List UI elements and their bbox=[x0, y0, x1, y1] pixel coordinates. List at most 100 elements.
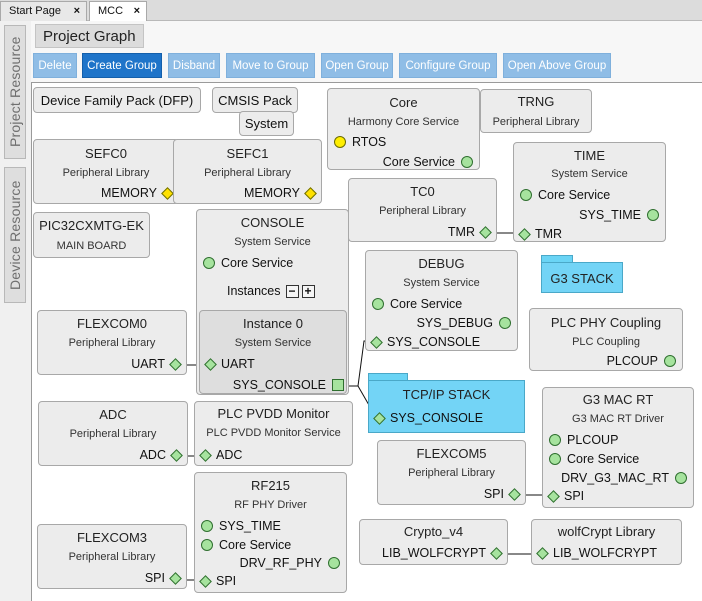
uart-port[interactable]: UART bbox=[204, 357, 255, 371]
tab-mcc[interactable]: MCC × bbox=[89, 1, 147, 22]
main-board-node[interactable]: PIC32CXMTG-EK MAIN BOARD bbox=[33, 212, 150, 258]
sys-debug-port[interactable]: SYS_DEBUG bbox=[417, 316, 511, 330]
time-node[interactable]: TIME System Service Core Service SYS_TIM… bbox=[513, 142, 666, 242]
port-diamond-icon bbox=[169, 357, 182, 371]
plus-icon[interactable]: + bbox=[301, 284, 315, 298]
sys-console-port[interactable]: SYS_CONSOLE bbox=[373, 411, 483, 425]
project-graph-canvas[interactable]: Device Family Pack (DFP) CMSIS Pack Syst… bbox=[31, 82, 702, 601]
open-group-button[interactable]: Open Group bbox=[321, 53, 393, 78]
core-service-port[interactable]: Core Service bbox=[383, 155, 473, 169]
spi-port[interactable]: SPI bbox=[144, 571, 182, 585]
rtos-port[interactable]: RTOS bbox=[334, 135, 386, 149]
node-title: PLC PVDD Monitor bbox=[217, 406, 330, 421]
node-title: CMSIS Pack bbox=[218, 92, 292, 108]
tab-start-page[interactable]: Start Page × bbox=[0, 1, 87, 21]
disband-button[interactable]: Disband bbox=[168, 53, 220, 78]
sys-time-port[interactable]: SYS_TIME bbox=[579, 208, 659, 222]
node-title: System bbox=[244, 116, 289, 131]
configure-group-button[interactable]: Configure Group bbox=[399, 53, 497, 78]
port-label: Core Service bbox=[221, 256, 294, 270]
node-title: FLEXCOM0 bbox=[76, 316, 148, 331]
port-circle-icon bbox=[499, 317, 511, 329]
node-subtitle: System Service bbox=[234, 337, 312, 349]
sys-time-port[interactable]: SYS_TIME bbox=[201, 519, 281, 533]
crypto-v4-node[interactable]: Crypto_v4 LIB_WOLFCRYPT bbox=[359, 519, 508, 565]
open-above-group-button[interactable]: Open Above Group bbox=[503, 53, 611, 78]
system-node[interactable]: System bbox=[239, 111, 294, 136]
adc-node[interactable]: ADC Peripheral Library ADC bbox=[38, 401, 188, 466]
g3-stack-group[interactable]: G3 STACK bbox=[541, 255, 623, 293]
node-subtitle: Peripheral Library bbox=[68, 337, 156, 349]
plc-phy-coupling-node[interactable]: PLC PHY Coupling PLC Coupling PLCOUP bbox=[529, 308, 683, 371]
delete-button[interactable]: Delete bbox=[33, 53, 77, 78]
memory-port[interactable]: MEMORY bbox=[244, 186, 317, 200]
port-diamond-icon bbox=[199, 574, 212, 588]
plcoup-port[interactable]: PLCOUP bbox=[607, 354, 676, 368]
wolfcrypt-library-node[interactable]: wolfCrypt Library LIB_WOLFCRYPT bbox=[531, 519, 682, 565]
port-diamond-icon bbox=[479, 225, 492, 239]
create-group-button[interactable]: Create Group bbox=[82, 53, 162, 78]
plc-pvdd-monitor-node[interactable]: PLC PVDD Monitor PLC PVDD Monitor Servic… bbox=[194, 401, 353, 466]
sys-console-port[interactable]: SYS_CONSOLE bbox=[233, 378, 344, 392]
core-service-port[interactable]: Core Service bbox=[201, 538, 291, 552]
close-icon[interactable]: × bbox=[133, 5, 140, 17]
node-title: Instance 0 bbox=[243, 316, 303, 331]
node-title: FLEXCOM3 bbox=[76, 530, 148, 545]
dfp-node[interactable]: Device Family Pack (DFP) bbox=[33, 87, 201, 113]
tc0-node[interactable]: TC0 Peripheral Library TMR bbox=[348, 178, 497, 242]
lib-wolfcrypt-port[interactable]: LIB_WOLFCRYPT bbox=[382, 546, 503, 560]
lib-wolfcrypt-port[interactable]: LIB_WOLFCRYPT bbox=[536, 546, 657, 560]
node-title: Device Family Pack (DFP) bbox=[40, 92, 194, 108]
drv-g3-mac-rt-port[interactable]: DRV_G3_MAC_RT bbox=[561, 471, 687, 485]
move-to-group-button[interactable]: Move to Group bbox=[226, 53, 315, 78]
tab-label: Start Page bbox=[9, 5, 61, 17]
port-label: SPI bbox=[144, 571, 165, 585]
port-circle-icon bbox=[203, 257, 215, 269]
drv-rf-phy-port[interactable]: DRV_RF_PHY bbox=[240, 556, 340, 570]
sys-console-port[interactable]: SYS_CONSOLE bbox=[370, 335, 480, 349]
flexcom5-node[interactable]: FLEXCOM5 Peripheral Library SPI bbox=[377, 440, 526, 505]
debug-node[interactable]: DEBUG System Service Core Service SYS_DE… bbox=[365, 250, 518, 351]
port-label: SYS_CONSOLE bbox=[232, 378, 326, 392]
spi-port[interactable]: SPI bbox=[547, 489, 584, 503]
core-service-port[interactable]: Core Service bbox=[549, 452, 639, 466]
g3-mac-rt-node[interactable]: G3 MAC RT G3 MAC RT Driver PLCOUP Core S… bbox=[542, 387, 694, 508]
console-instance0-node[interactable]: Instance 0 System Service UART SYS_CONSO… bbox=[199, 310, 347, 394]
sefc1-node[interactable]: SEFC1 Peripheral Library MEMORY bbox=[173, 139, 322, 204]
spi-port[interactable]: SPI bbox=[199, 574, 237, 588]
uart-port[interactable]: UART bbox=[131, 357, 182, 371]
node-subtitle: Peripheral Library bbox=[204, 167, 291, 179]
trng-node[interactable]: TRNG Peripheral Library bbox=[480, 89, 592, 133]
port-label: SPI bbox=[216, 574, 237, 588]
group-title: G3 STACK bbox=[550, 271, 614, 286]
port-label: Core Service bbox=[567, 452, 640, 466]
adc-port[interactable]: ADC bbox=[140, 448, 183, 462]
plcoup-port[interactable]: PLCOUP bbox=[549, 433, 618, 447]
port-diamond-icon bbox=[547, 489, 560, 503]
close-icon[interactable]: × bbox=[73, 5, 80, 17]
core-node[interactable]: Core Harmony Core Service RTOS Core Serv… bbox=[327, 88, 480, 170]
minus-icon[interactable]: − bbox=[285, 284, 299, 298]
flexcom0-node[interactable]: FLEXCOM0 Peripheral Library UART bbox=[37, 310, 187, 375]
adc-port[interactable]: ADC bbox=[199, 448, 242, 462]
spi-port[interactable]: SPI bbox=[484, 487, 521, 501]
core-service-port[interactable]: Core Service bbox=[203, 256, 293, 270]
core-service-port[interactable]: Core Service bbox=[520, 188, 610, 202]
cmsis-pack-node[interactable]: CMSIS Pack bbox=[212, 87, 298, 113]
node-subtitle: Harmony Core Service bbox=[347, 116, 460, 128]
node-title: Core bbox=[389, 95, 418, 110]
tmr-port[interactable]: TMR bbox=[448, 225, 492, 239]
tmr-port[interactable]: TMR bbox=[518, 227, 562, 241]
core-service-port[interactable]: Core Service bbox=[372, 297, 462, 311]
device-resource-tab[interactable]: Device Resource bbox=[4, 167, 26, 303]
node-title: wolfCrypt Library bbox=[557, 524, 656, 539]
project-resource-tab[interactable]: Project Resource bbox=[4, 25, 26, 159]
tab-label: MCC bbox=[98, 5, 124, 17]
rf215-node[interactable]: RF215 RF PHY Driver SYS_TIME Core Servic… bbox=[194, 472, 347, 593]
port-label: DRV_G3_MAC_RT bbox=[561, 471, 669, 485]
sefc0-node[interactable]: SEFC0 Peripheral Library MEMORY bbox=[33, 139, 179, 204]
device-resource-label: Device Resource bbox=[7, 180, 23, 290]
flexcom3-node[interactable]: FLEXCOM3 Peripheral Library SPI bbox=[37, 524, 187, 589]
memory-port[interactable]: MEMORY bbox=[101, 186, 174, 200]
tcpip-stack-group[interactable]: TCP/IP STACK SYS_CONSOLE bbox=[368, 373, 525, 433]
